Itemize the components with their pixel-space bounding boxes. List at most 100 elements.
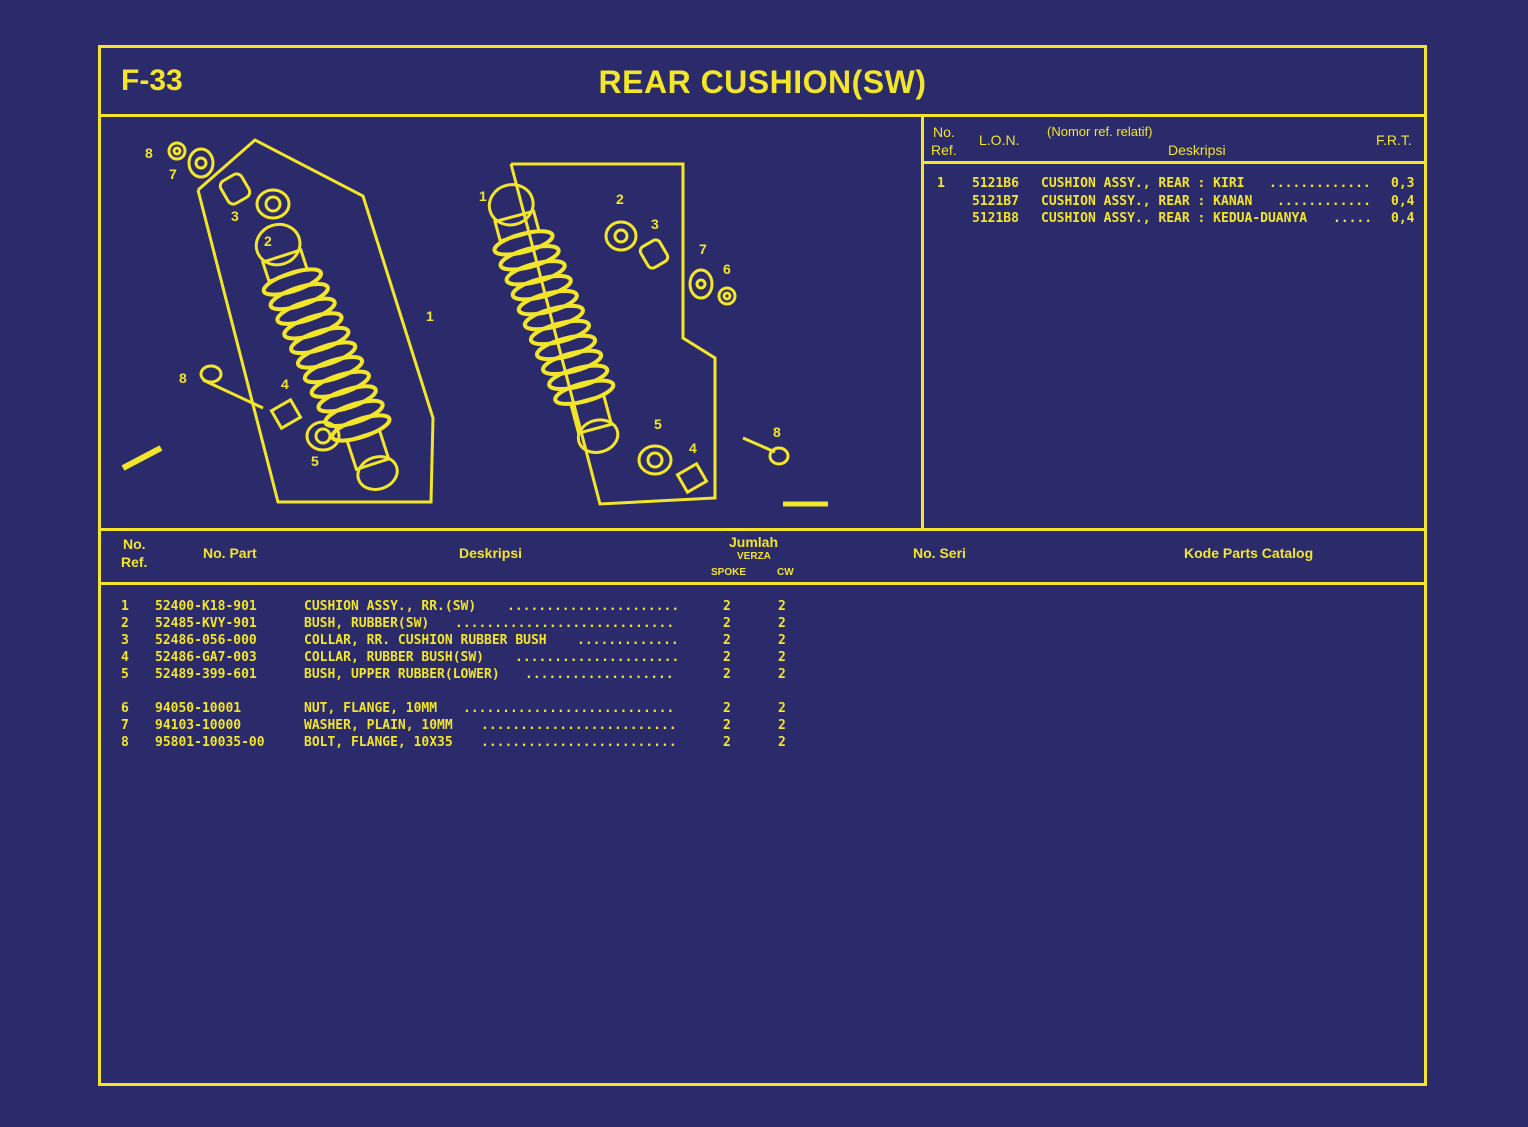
- part-dots: .........................: [481, 718, 677, 733]
- left-shock-absorber: [254, 222, 399, 491]
- callout-number: 6: [723, 261, 731, 277]
- part-ref: 4: [121, 650, 129, 665]
- part-desc: BUSH, RUBBER(SW): [304, 616, 430, 631]
- part-dots: .....................: [515, 650, 680, 665]
- lon-header-no: No.: [933, 124, 955, 140]
- part-qty-spoke: 2: [723, 616, 731, 631]
- parts-header-verza: VERZA: [737, 551, 771, 562]
- part-ref: 3: [121, 633, 129, 648]
- table-row: 1 52400-K18-901 CUSHION ASSY., RR.(SW) .…: [121, 599, 821, 617]
- part-dots: ............................: [455, 616, 675, 631]
- part-number: 52400-K18-901: [155, 599, 257, 614]
- callout-number: 4: [281, 376, 289, 392]
- part-qty-spoke: 2: [723, 735, 731, 750]
- table-row: 6 94050-10001 NUT, FLANGE, 10MM ........…: [121, 701, 821, 719]
- divider: [921, 114, 924, 528]
- part-qty-cw: 2: [778, 650, 786, 665]
- callout-number: 8: [145, 145, 153, 161]
- lon-desc: CUSHION ASSY., REAR : KIRI: [1041, 176, 1245, 191]
- part-number: 94103-10000: [155, 718, 242, 733]
- lon-code: 5121B8: [972, 211, 1019, 226]
- callout-number: 2: [616, 191, 624, 207]
- table-row: 8 95801-10035-00 BOLT, FLANGE, 10X35 ...…: [121, 735, 821, 753]
- part-dots: .............: [577, 633, 679, 648]
- part-qty-cw: 2: [778, 616, 786, 631]
- part-number: 94050-10001: [155, 701, 242, 716]
- part-ref: 7: [121, 718, 129, 733]
- parts-header-kode: Kode Parts Catalog: [1184, 545, 1314, 561]
- callout-number: 1: [426, 308, 434, 324]
- part-dots: ......................: [507, 599, 680, 614]
- table-row: 7 94103-10000 WASHER, PLAIN, 10MM ......…: [121, 718, 821, 736]
- part-ref: 2: [121, 616, 129, 631]
- right-shock-absorber: [487, 183, 620, 454]
- part-qty-cw: 2: [778, 718, 786, 733]
- lon-header-lon: L.O.N.: [979, 132, 1020, 148]
- part-ref: 8: [121, 735, 129, 750]
- part-desc: WASHER, PLAIN, 10MM: [304, 718, 453, 733]
- part-qty-spoke: 2: [723, 650, 731, 665]
- part-qty-cw: 2: [778, 667, 786, 682]
- part-desc: BUSH, UPPER RUBBER(LOWER): [304, 667, 500, 682]
- part-qty-spoke: 2: [723, 701, 731, 716]
- part-ref: 6: [121, 701, 129, 716]
- lon-frt: 0,4: [1391, 211, 1415, 226]
- lon-dots: .............: [1269, 176, 1371, 191]
- lon-code: 5121B6: [972, 176, 1019, 191]
- parts-header-ref: Ref.: [121, 554, 148, 570]
- part-qty-cw: 2: [778, 633, 786, 648]
- part-ref: 1: [121, 599, 129, 614]
- lon-frt: 0,3: [1391, 176, 1415, 191]
- callout-number: 3: [651, 216, 659, 232]
- divider: [921, 161, 1424, 164]
- lon-desc: CUSHION ASSY., REAR : KEDUA-DUANYA: [1041, 211, 1308, 226]
- part-qty-cw: 2: [778, 735, 786, 750]
- table-row: 5 52489-399-601 BUSH, UPPER RUBBER(LOWER…: [121, 667, 821, 685]
- part-ref: 5: [121, 667, 129, 682]
- parts-header-no: No.: [123, 536, 146, 552]
- part-qty-spoke: 2: [723, 633, 731, 648]
- left-assembly-outline: [196, 138, 435, 504]
- lon-dots: .....: [1333, 211, 1373, 226]
- lon-row: 1 5121B6 CUSHION ASSY., REAR : KIRI ....…: [937, 176, 1427, 194]
- parts-header-deskripsi: Deskripsi: [459, 545, 523, 561]
- catalog-frame: F-33 REAR CUSHION(SW): [98, 45, 1427, 1086]
- part-dots: ...........................: [463, 701, 675, 716]
- callout-number: 2: [264, 233, 272, 249]
- part-dots: ...................: [525, 667, 674, 682]
- callout-number: 4: [689, 440, 697, 456]
- callout-number: 7: [169, 166, 177, 182]
- part-dots: .........................: [481, 735, 677, 750]
- part-number: 95801-10035-00: [155, 735, 265, 750]
- lon-row: 5121B7 CUSHION ASSY., REAR : KANAN .....…: [937, 194, 1427, 212]
- lon-code: 5121B7: [972, 194, 1019, 209]
- divider: [101, 528, 1424, 531]
- callout-number: 8: [179, 370, 187, 386]
- page-title: REAR CUSHION(SW): [598, 64, 927, 100]
- lon-ref: 1: [937, 176, 945, 191]
- exploded-parts-diagram: [121, 138, 828, 507]
- part-number: 52485-KVY-901: [155, 616, 257, 631]
- parts-header-no-part: No. Part: [203, 545, 257, 561]
- part-number: 52486-GA7-003: [155, 650, 257, 665]
- parts-header-no-seri: No. Seri: [913, 545, 966, 561]
- callout-number: 1: [479, 188, 487, 204]
- lon-desc: CUSHION ASSY., REAR : KANAN: [1041, 194, 1253, 209]
- part-desc: BOLT, FLANGE, 10X35: [304, 735, 453, 750]
- lon-frt: 0,4: [1391, 194, 1415, 209]
- table-row: 4 52486-GA7-003 COLLAR, RUBBER BUSH(SW) …: [121, 650, 821, 668]
- parts-header-jumlah: Jumlah: [729, 534, 779, 550]
- divider: [101, 582, 1424, 585]
- callout-number: 7: [699, 241, 707, 257]
- lon-row: 5121B8 CUSHION ASSY., REAR : KEDUA-DUANY…: [937, 211, 1427, 229]
- lon-dots: ............: [1277, 194, 1371, 209]
- part-desc: COLLAR, RR. CUSHION RUBBER BUSH: [304, 633, 547, 648]
- right-assembly-outline: [509, 162, 717, 506]
- lon-header-nomor: (Nomor ref. relatif): [1047, 124, 1153, 139]
- part-qty-spoke: 2: [723, 599, 731, 614]
- lon-header-frt: F.R.T.: [1376, 132, 1412, 148]
- parts-header-cw: CW: [777, 567, 794, 578]
- parts-header-spoke: SPOKE: [711, 567, 747, 578]
- part-desc: NUT, FLANGE, 10MM: [304, 701, 438, 716]
- page-code: F-33: [121, 64, 183, 97]
